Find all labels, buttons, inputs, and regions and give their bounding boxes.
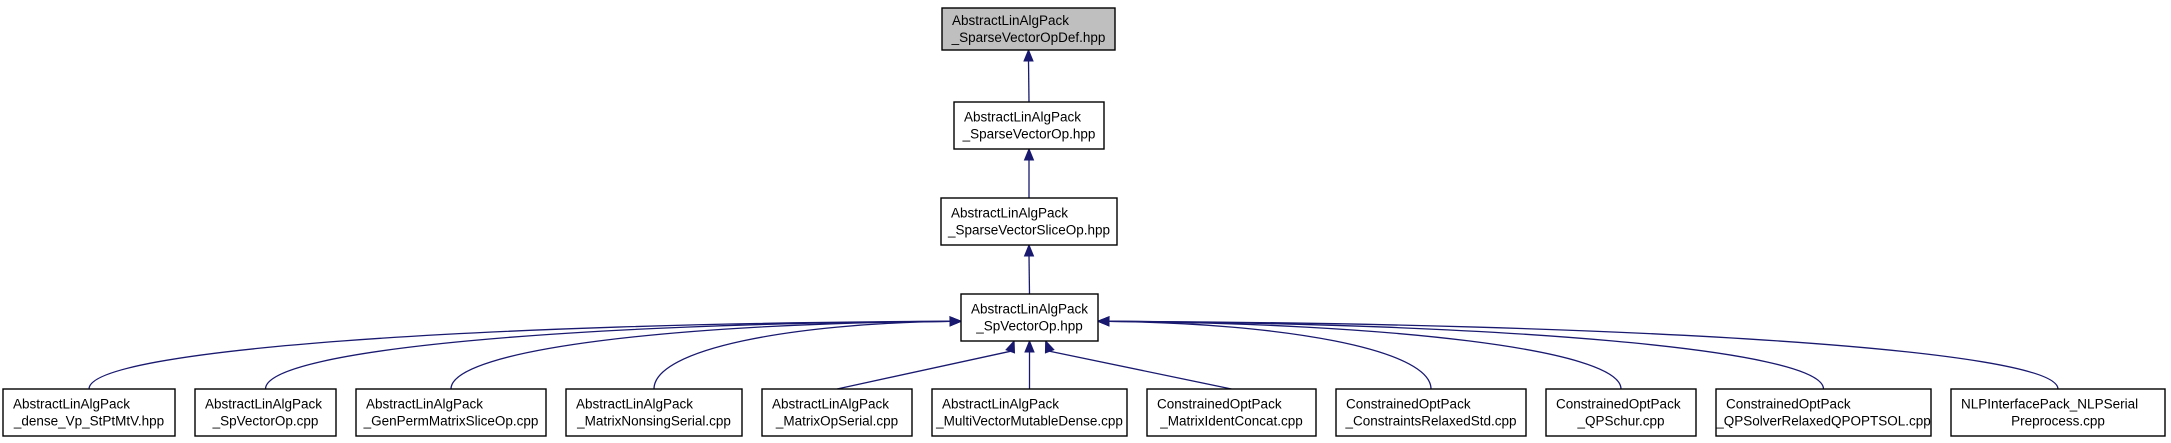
node-label-line: AbstractLinAlgPack [952, 13, 1069, 28]
file-node[interactable]: AbstractLinAlgPack _SparseVectorOp.hpp [953, 101, 1105, 150]
node-box [1545, 388, 1697, 437]
node-box [941, 7, 1116, 51]
file-node[interactable]: AbstractLinAlgPack _GenPermMatrixSliceOp.… [355, 388, 547, 437]
node-label-line: _QPSolverRelaxedQPOPTSOL.cpp [1715, 414, 1931, 429]
edge-line [1108, 320, 1825, 390]
file-node[interactable]: ConstrainedOptPack _ConstraintsRelaxedStd… [1335, 388, 1527, 437]
node-label-line: _MatrixIdentConcat.cpp [1159, 414, 1303, 429]
arrowhead [1044, 339, 1055, 354]
file-node[interactable]: AbstractLinAlgPack _dense_Vp_StPtMtV.hpp [2, 388, 176, 437]
graph-nodes: AbstractLinAlgPack _SparseVectorOpDef.hpp… [2, 7, 2166, 437]
node-label-line: AbstractLinAlgPack [951, 206, 1068, 221]
node-label-line: AbstractLinAlgPack [772, 397, 889, 412]
node-box [940, 197, 1118, 246]
arrowhead [1023, 48, 1034, 62]
node-label-line: _SpVectorOp.cpp [212, 414, 319, 429]
arrowhead [1023, 243, 1035, 257]
node-label-line: AbstractLinAlgPack [964, 110, 1081, 125]
file-node[interactable]: AbstractLinAlgPack _MatrixOpSerial.cpp [761, 388, 913, 437]
include-edge [1024, 339, 1035, 389]
node-label-line: _SparseVectorOpDef.hpp [951, 30, 1106, 45]
node-label-line: _GenPermMatrixSliceOp.cpp [363, 414, 539, 429]
node-box [1950, 388, 2166, 437]
node-label-line: AbstractLinAlgPack [971, 302, 1088, 317]
node-box [761, 388, 913, 437]
edge-line [1108, 320, 1432, 390]
file-node[interactable]: ConstrainedOptPack _QPSolverRelaxedQPOPTS… [1715, 388, 1932, 437]
include-edge [1096, 316, 1432, 390]
arrowhead [1023, 147, 1035, 161]
graph-edges [88, 48, 2059, 390]
node-label-line: AbstractLinAlgPack [366, 397, 483, 412]
file-node[interactable]: AbstractLinAlgPack _SparseVectorSliceOp.h… [940, 197, 1118, 246]
node-box [960, 293, 1099, 342]
edge-line [836, 350, 1011, 390]
node-label-line: AbstractLinAlgPack [942, 397, 1059, 412]
file-node[interactable]: AbstractLinAlgPack _SpVectorOp.hpp [960, 293, 1099, 342]
node-box [194, 388, 337, 437]
include-edge [1044, 339, 1232, 390]
node-label-line: _SparseVectorOp.hpp [962, 127, 1096, 142]
edge-line [1049, 350, 1232, 390]
include-edge [1023, 147, 1035, 198]
edge-line [264, 320, 951, 390]
node-label-line: _MatrixNonsingSerial.cpp [576, 414, 731, 429]
node-label-line: _MultiVectorMutableDense.cpp [935, 414, 1123, 429]
node-label-line: NLPInterfacePack_NLPSerial [1961, 397, 2138, 412]
node-label-line: _MatrixOpSerial.cpp [775, 414, 898, 429]
edge-line [653, 320, 951, 390]
file-node[interactable]: ConstrainedOptPack _QPSchur.cpp [1545, 388, 1697, 437]
arrowhead [1024, 339, 1035, 353]
include-edge [836, 339, 1016, 390]
node-label-line: _SpVectorOp.hpp [975, 319, 1083, 334]
node-label-line: _dense_Vp_StPtMtV.hpp [13, 414, 164, 429]
node-label-line: _QPSchur.cpp [1576, 414, 1664, 429]
node-box [355, 388, 547, 437]
arrowhead [1005, 339, 1016, 354]
node-box [1715, 388, 1932, 437]
arrowhead [1096, 316, 1110, 327]
file-node[interactable]: AbstractLinAlgPack _MultiVectorMutableDen… [931, 388, 1128, 437]
file-node[interactable]: ConstrainedOptPack _MatrixIdentConcat.cpp [1146, 388, 1317, 437]
node-label-line: ConstrainedOptPack [1556, 397, 1681, 412]
node-label-line: AbstractLinAlgPack [13, 397, 130, 412]
include-edge [1096, 316, 2059, 390]
arrowhead [949, 316, 963, 327]
include-edge [1023, 243, 1035, 295]
edge-line [88, 320, 951, 390]
node-label-line: AbstractLinAlgPack [576, 397, 693, 412]
node-label-line: AbstractLinAlgPack [205, 397, 322, 412]
node-label-line: ConstrainedOptPack [1346, 397, 1471, 412]
edge-line [1108, 320, 2059, 390]
node-label-line: ConstrainedOptPack [1157, 397, 1282, 412]
node-label-line: Preprocess.cpp [2011, 414, 2105, 429]
node-label-line: ConstrainedOptPack [1726, 397, 1851, 412]
node-box [931, 388, 1128, 437]
node-label-line: _ConstraintsRelaxedStd.cpp [1344, 414, 1516, 429]
include-edge [653, 316, 963, 390]
node-label-line: _SparseVectorSliceOp.hpp [947, 223, 1110, 238]
include-edge [1096, 316, 1825, 390]
node-box [1146, 388, 1317, 437]
file-node[interactable]: AbstractLinAlgPack _MatrixNonsingSerial.c… [565, 388, 743, 437]
edge-line [450, 320, 951, 390]
node-box [2, 388, 176, 437]
edge-line [1108, 320, 1622, 390]
node-box [565, 388, 743, 437]
current-file-node: AbstractLinAlgPack _SparseVectorOpDef.hpp [941, 7, 1116, 51]
include-edge [1023, 48, 1034, 103]
node-box [1335, 388, 1527, 437]
file-node[interactable]: AbstractLinAlgPack _SpVectorOp.cpp [194, 388, 337, 437]
node-box [953, 101, 1105, 150]
